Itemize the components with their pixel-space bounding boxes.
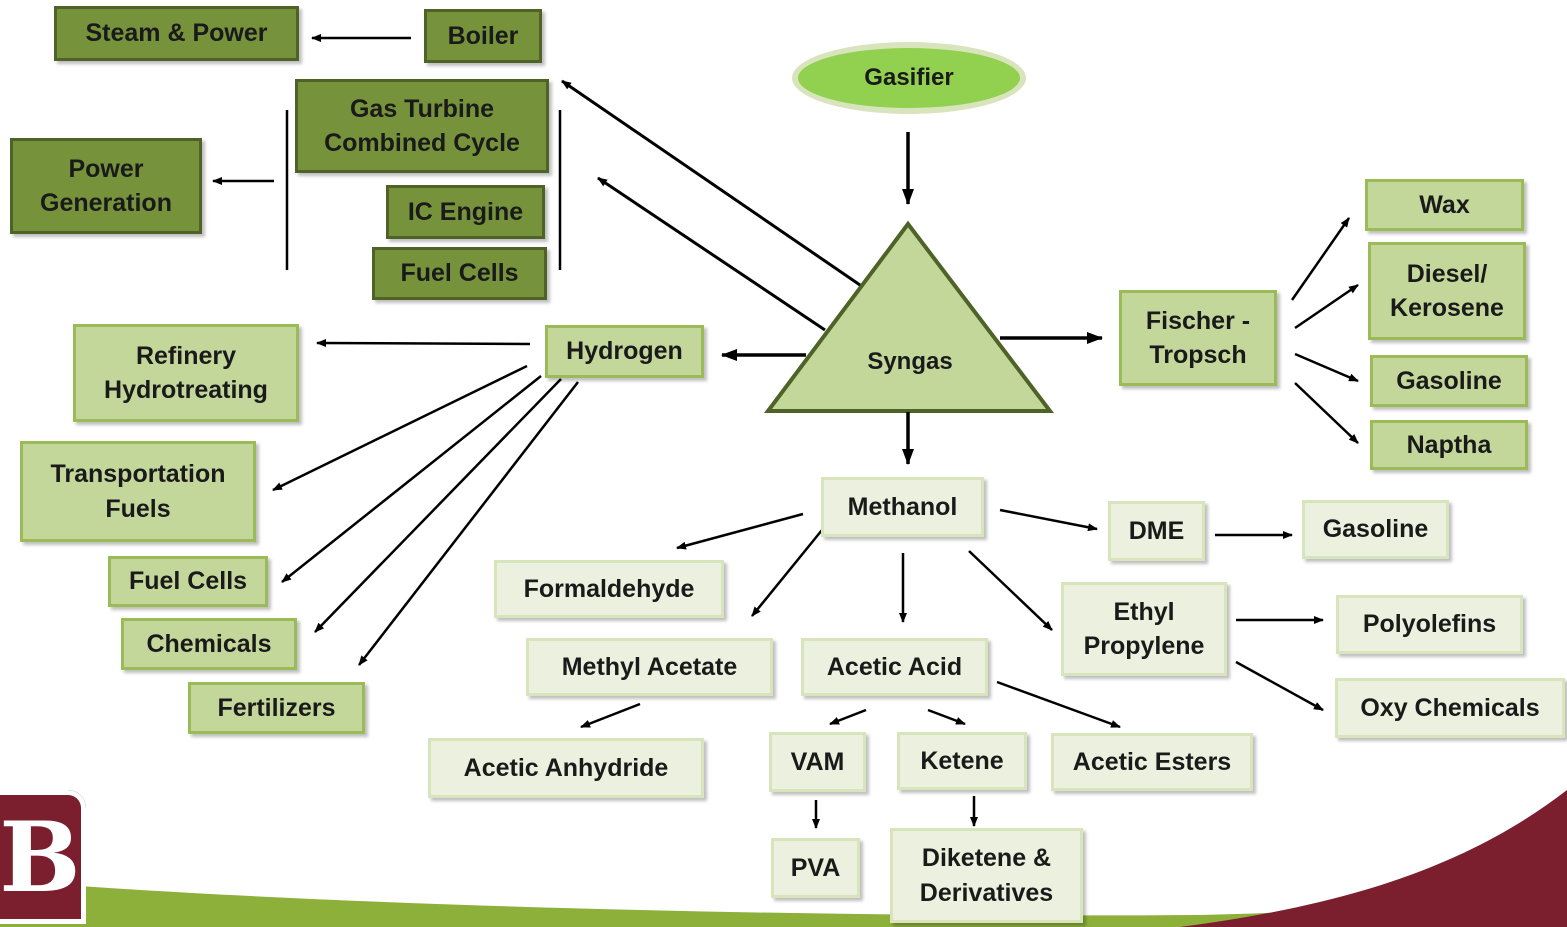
ketene-box: Ketene	[897, 732, 1027, 790]
syngas-label: Syngas	[867, 348, 953, 375]
gasifier-node: Gasifier	[792, 42, 1026, 114]
methanol-box: Methanol	[821, 477, 984, 537]
acetic-anhydride-box: Acetic Anhydride	[428, 738, 704, 798]
formaldehyde-box: Formaldehyde	[494, 560, 724, 618]
naptha-box: Naptha	[1370, 420, 1528, 470]
polyolefins-box: Polyolefins	[1336, 595, 1523, 654]
fuel-cells-power-box: Fuel Cells	[372, 247, 547, 300]
chemicals-box: Chemicals	[121, 618, 297, 670]
dme-box: DME	[1108, 501, 1205, 561]
acetic-esters-box: Acetic Esters	[1051, 733, 1253, 791]
refinery-box: Refinery Hydrotreating	[73, 324, 299, 422]
methyl-acetate-box: Methyl Acetate	[526, 638, 773, 696]
fuel-cells-hydrogen-box: Fuel Cells	[108, 556, 268, 607]
diesel-kerosene-box: Diesel/ Kerosene	[1368, 242, 1526, 340]
ethyl-propylene-box: Ethyl Propylene	[1061, 582, 1227, 676]
fertilizers-box: Fertilizers	[188, 682, 365, 734]
ic-engine-box: IC Engine	[386, 185, 545, 239]
maroon-swoosh	[1180, 790, 1567, 927]
power-generation-box: Power Generation	[10, 138, 202, 234]
fischer-tropsch-box: Fischer - Tropsch	[1119, 290, 1277, 386]
diketene-box: Diketene & Derivatives	[890, 828, 1083, 923]
pva-box: PVA	[771, 838, 860, 898]
hydrogen-box: Hydrogen	[545, 325, 704, 378]
wax-box: Wax	[1365, 179, 1524, 231]
steam-power-box: Steam & Power	[54, 6, 299, 61]
gas-turbine-box: Gas Turbine Combined Cycle	[295, 79, 549, 173]
dme-gasoline-box: Gasoline	[1302, 500, 1449, 559]
transportation-fuels-box: Transportation Fuels	[20, 441, 256, 542]
vam-box: VAM	[769, 732, 866, 792]
green-swoosh	[0, 880, 1567, 927]
oxy-chemicals-box: Oxy Chemicals	[1335, 678, 1565, 738]
logo-letter: B	[0, 800, 81, 914]
acetic-acid-box: Acetic Acid	[801, 638, 988, 696]
boiler-box: Boiler	[424, 9, 542, 63]
university-logo: B	[0, 790, 86, 924]
ft-gasoline-box: Gasoline	[1370, 355, 1528, 407]
